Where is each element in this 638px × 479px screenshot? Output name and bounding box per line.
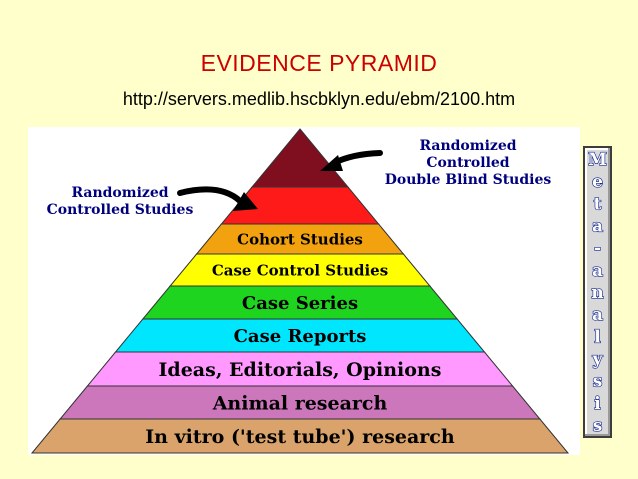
arrow-right-head bbox=[320, 155, 343, 171]
pyramid-tier-label: In vitro ('test tube') research bbox=[145, 426, 455, 448]
pyramid-tier-label: Case Reports bbox=[234, 326, 367, 347]
pyramid-tier-label: Cohort Studies bbox=[237, 230, 363, 248]
meta-analysis-letter: a bbox=[592, 261, 603, 281]
meta-analysis-letter: y bbox=[592, 349, 604, 369]
pyramid-tier-label: Animal research bbox=[212, 392, 388, 414]
pyramid-tier-label: Ideas, Editorials, Opinions bbox=[159, 359, 442, 381]
pyramid-tier-label: Case Control Studies bbox=[212, 261, 388, 279]
meta-analysis-letter: s bbox=[593, 416, 603, 436]
pyramid-tier-label: Case Series bbox=[242, 293, 358, 314]
annotation-right-line1: Randomized bbox=[419, 138, 516, 154]
meta-analysis-letter: l bbox=[594, 327, 601, 347]
source-url: http://servers.medlib.hscbklyn.edu/ebm/2… bbox=[122, 89, 516, 109]
meta-analysis-letter: i bbox=[594, 394, 601, 414]
meta-analysis-letter: a bbox=[592, 217, 603, 237]
meta-analysis-letter: a bbox=[592, 305, 603, 325]
meta-analysis-letter: - bbox=[594, 239, 601, 259]
arrow-right bbox=[331, 150, 383, 166]
annotation-left-line2: Controlled Studies bbox=[47, 202, 194, 218]
annotation-right-line2: Controlled bbox=[426, 155, 509, 171]
pyramid-tier bbox=[30, 418, 570, 454]
arrow-left bbox=[177, 186, 243, 204]
pyramid-tier bbox=[250, 128, 350, 188]
meta-analysis-letter: n bbox=[591, 283, 603, 303]
annotation-right-line3: Double Blind Studies bbox=[385, 172, 552, 188]
annotation-left-line1: Randomized bbox=[71, 185, 168, 201]
arrow-left-head bbox=[233, 192, 258, 211]
meta-analysis-letter: t bbox=[594, 194, 602, 214]
meta-analysis-letter: s bbox=[593, 372, 603, 392]
page-title: EVIDENCE PYRAMID bbox=[200, 50, 438, 76]
meta-analysis-letter: M bbox=[588, 150, 607, 170]
meta-analysis-letter: e bbox=[592, 172, 603, 192]
